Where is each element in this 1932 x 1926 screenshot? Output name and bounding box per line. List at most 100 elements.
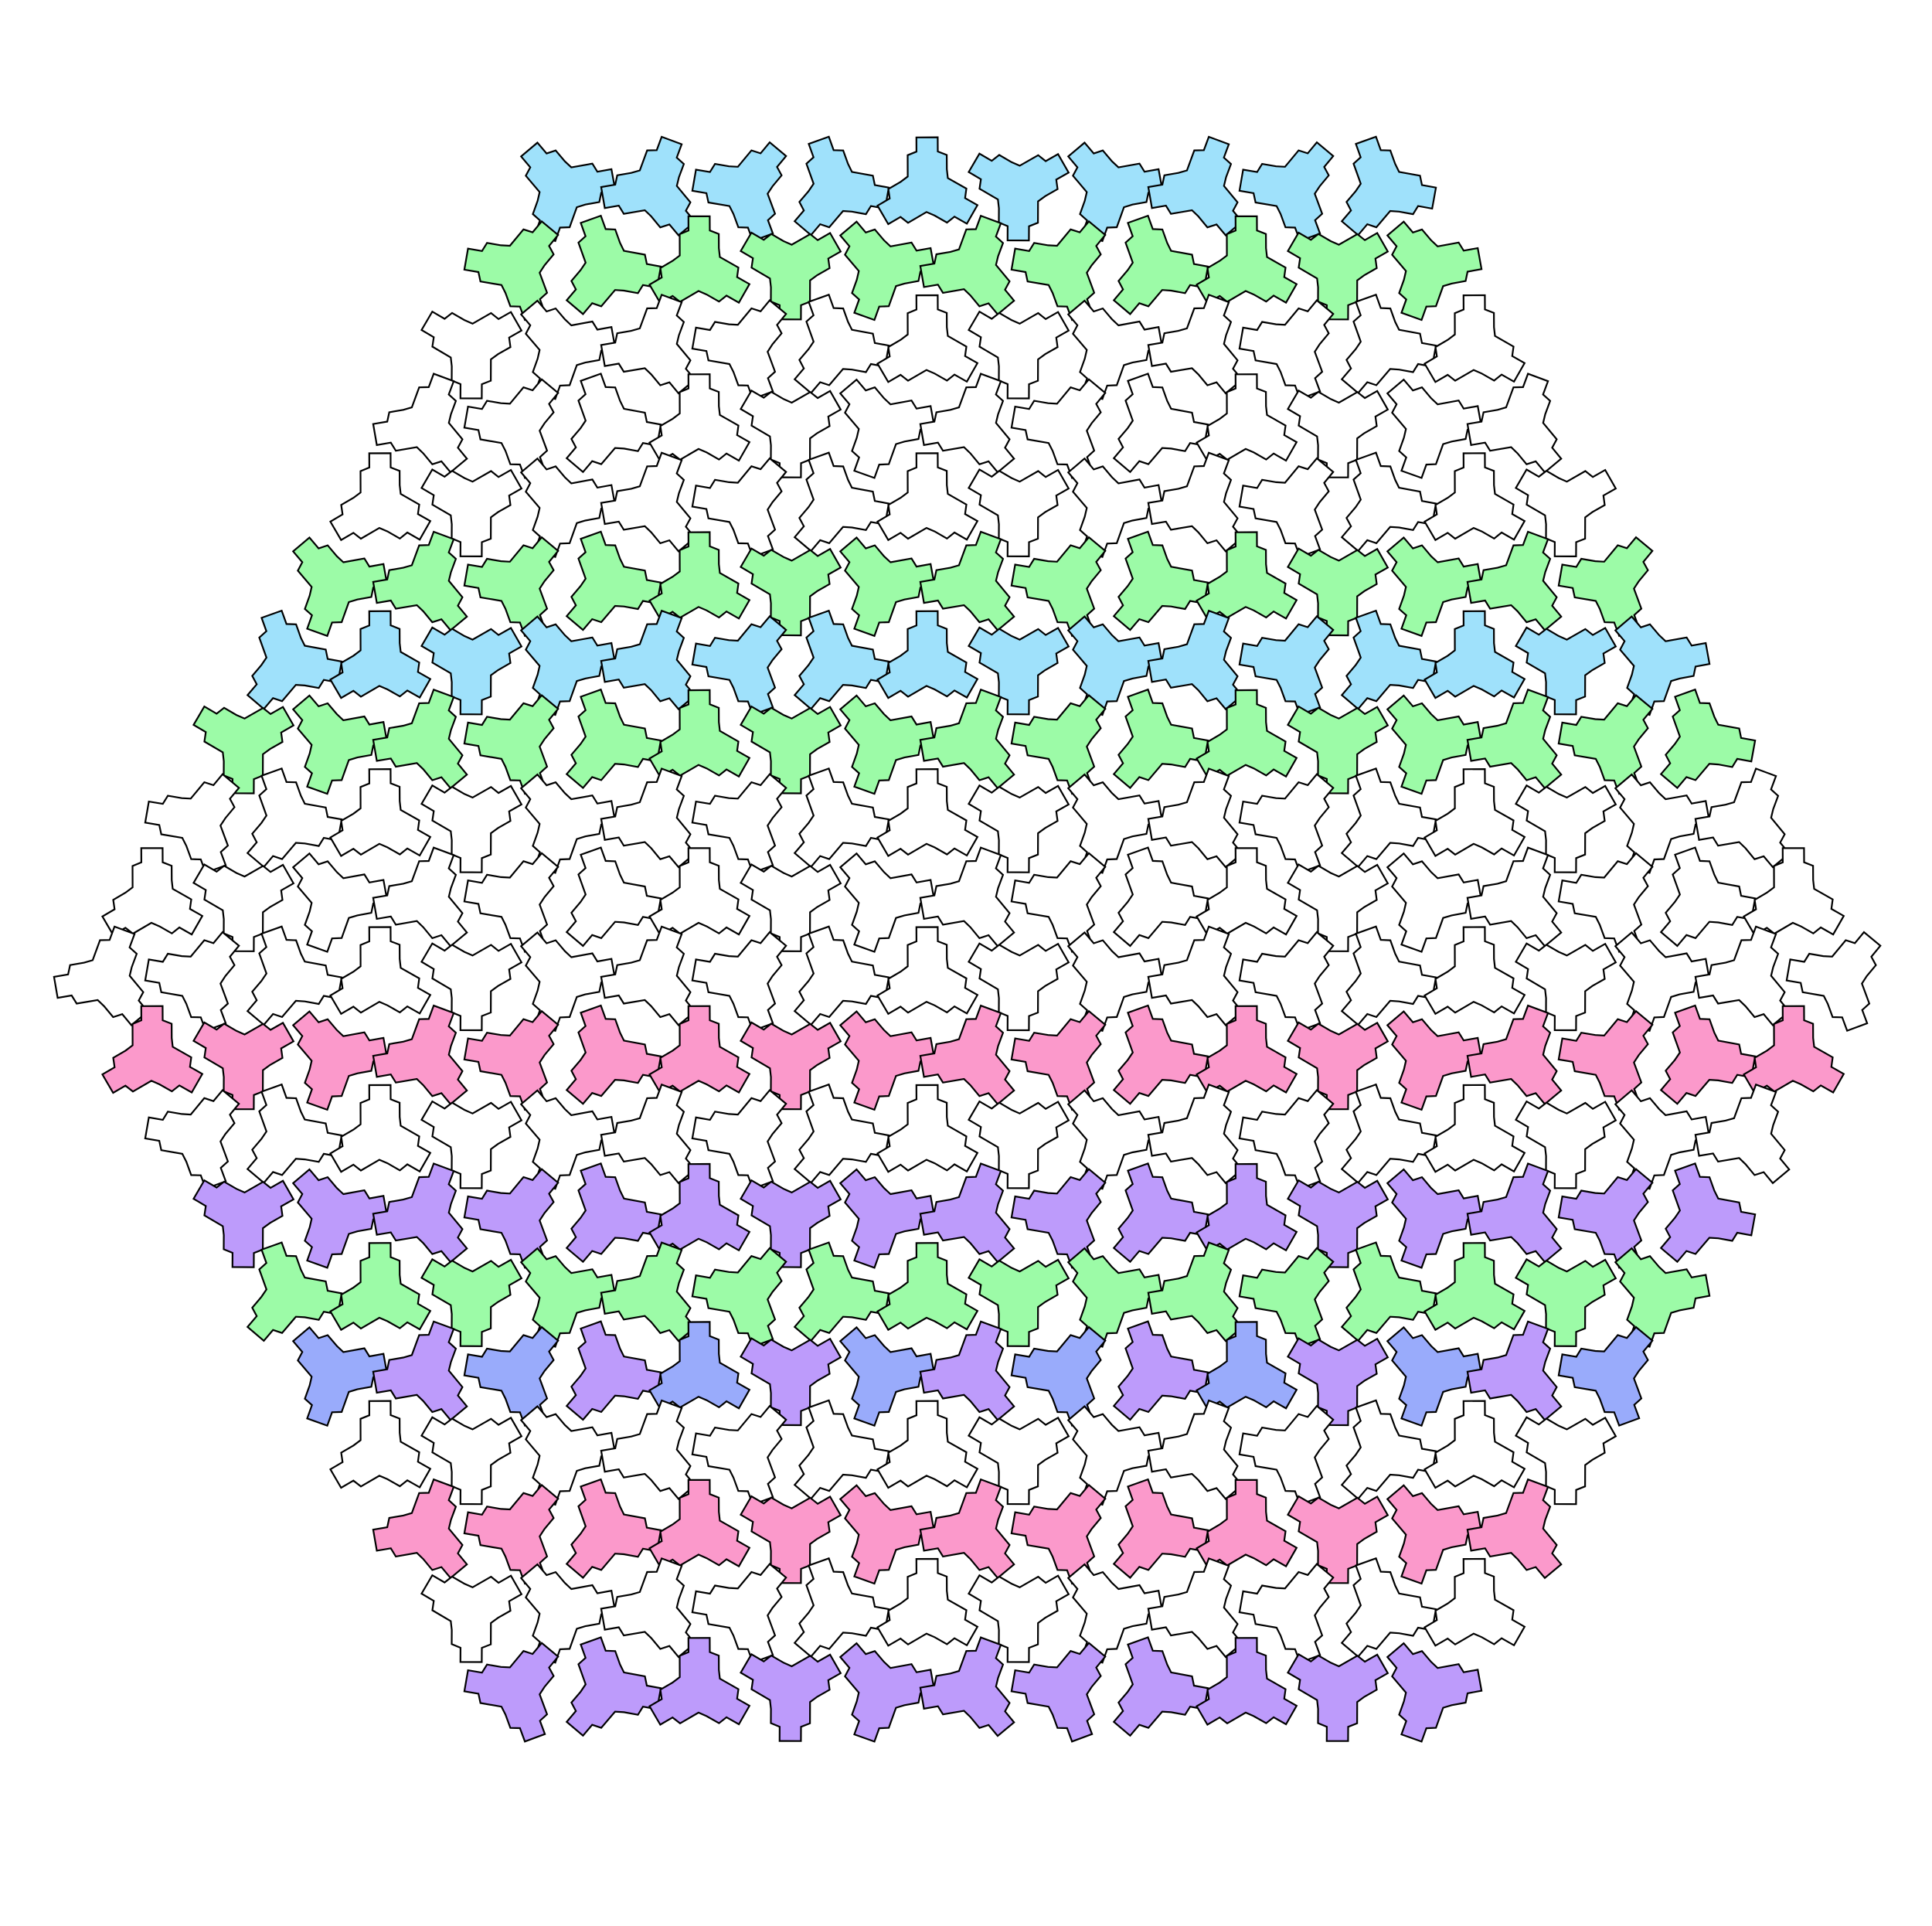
tile-pink (648, 1479, 751, 1568)
tile-white (1147, 451, 1243, 553)
tile-white (1514, 942, 1617, 1032)
tile-green (648, 215, 751, 305)
tile-sky-blue (600, 135, 696, 237)
tile-lavender (919, 1636, 1015, 1737)
tile-white (420, 310, 523, 400)
tile-sky-blue (328, 610, 432, 699)
tile-green (328, 1242, 432, 1332)
tile-layer (53, 135, 1882, 1743)
tile-white (648, 373, 751, 463)
tile-green (1195, 531, 1298, 621)
tile-lavender (648, 1637, 751, 1727)
tile-green (876, 1242, 979, 1332)
tile-white (600, 1083, 696, 1185)
tile-pink (1195, 1005, 1298, 1094)
tile-green (648, 531, 751, 621)
tile-white (1423, 294, 1526, 383)
tile-sky-blue (967, 626, 1070, 716)
tile-white (1785, 931, 1882, 1033)
tile-white (1423, 926, 1526, 1016)
tile-white (600, 293, 696, 395)
tile-white (600, 1399, 696, 1501)
tile-white (328, 926, 432, 1016)
tile-white (876, 294, 979, 383)
tile-sky-blue (876, 136, 979, 226)
tile-periwinkle (1557, 1325, 1654, 1427)
tile-white (1694, 925, 1791, 1026)
tile-white (876, 767, 979, 858)
tile-white (420, 784, 523, 873)
tile-white (1514, 468, 1617, 558)
tile-white (1514, 784, 1617, 873)
tile-white (876, 452, 979, 542)
tile-lavender (1010, 1642, 1107, 1743)
tile-lavender (1195, 1162, 1298, 1252)
tile-green (1195, 215, 1298, 305)
tile-pink (1742, 1005, 1845, 1094)
tile-sky-blue (876, 610, 979, 699)
tile-pink (100, 1005, 204, 1094)
tile-sky-blue (1147, 609, 1243, 711)
tile-white (876, 1557, 979, 1647)
tile-sky-blue (967, 152, 1070, 242)
tile-white (967, 310, 1070, 400)
tile-green (1195, 689, 1298, 778)
tile-green (967, 1257, 1070, 1347)
tile-green (648, 689, 751, 778)
tile-sky-blue (1514, 626, 1617, 716)
tile-white (1147, 293, 1243, 395)
tile-white (1694, 767, 1791, 869)
tile-white (420, 1574, 523, 1663)
tile-green (1386, 220, 1483, 322)
tile-white (1147, 1083, 1243, 1185)
tile-green (1423, 1242, 1526, 1332)
tile-white (1423, 767, 1526, 858)
tile-white (600, 925, 696, 1026)
tile-white (1514, 1416, 1617, 1506)
tile-pink (1195, 1479, 1298, 1568)
tile-white (1423, 1084, 1526, 1173)
tile-white (600, 451, 696, 553)
tile-periwinkle (648, 1321, 751, 1410)
tile-white (967, 1416, 1070, 1506)
tile-white (1195, 847, 1298, 937)
tile-white (328, 1400, 432, 1489)
tile-white (1147, 1399, 1243, 1501)
tile-lavender (1195, 1637, 1298, 1727)
tile-white (1147, 925, 1243, 1026)
tile-white (53, 925, 149, 1026)
tile-lavender (1659, 1162, 1757, 1264)
tile-white (1423, 1557, 1526, 1647)
tile-sky-blue (1423, 610, 1526, 699)
tile-white (967, 1574, 1070, 1663)
tile-white (1147, 767, 1243, 869)
tile-white (328, 767, 432, 858)
tile-white (967, 784, 1070, 873)
tile-white (876, 1084, 979, 1173)
tile-white (1514, 1100, 1617, 1189)
tile-white (328, 452, 432, 542)
tile-green (1514, 1257, 1617, 1347)
tile-lavender (648, 1162, 751, 1252)
tile-white (328, 1084, 432, 1173)
tile-sky-blue (1147, 135, 1243, 237)
tile-pink (648, 1005, 751, 1094)
tile-white (600, 1557, 696, 1659)
tile-white (100, 847, 204, 937)
tile-white (967, 468, 1070, 558)
tile-sky-blue (420, 626, 523, 716)
tile-lavender (1286, 1652, 1389, 1742)
tile-white (876, 926, 979, 1016)
tile-white (1195, 373, 1298, 463)
tile-white (420, 1416, 523, 1506)
tile-lavender (739, 1652, 842, 1742)
tile-white (1694, 1083, 1791, 1185)
tile-white (420, 1100, 523, 1189)
tile-lavender (192, 1179, 295, 1268)
tile-green (1147, 1241, 1243, 1342)
tile-green (1659, 688, 1757, 790)
tile-white (1147, 1557, 1243, 1659)
tile-white (967, 942, 1070, 1032)
tile-white (648, 847, 751, 937)
